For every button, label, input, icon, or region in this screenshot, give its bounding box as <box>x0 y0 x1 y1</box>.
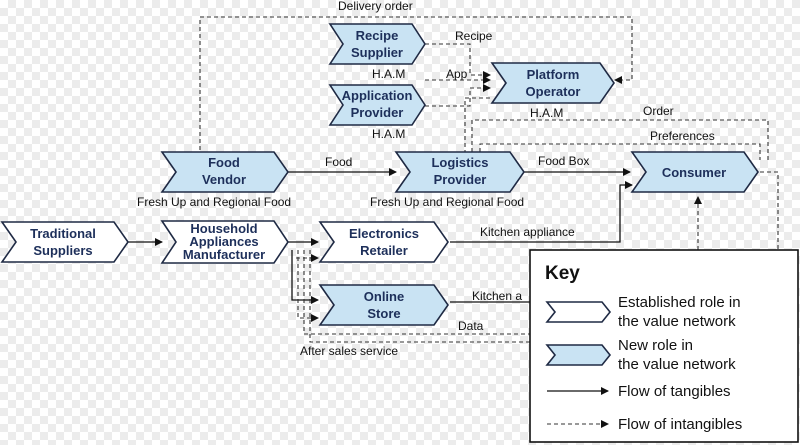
node-recipe-supplier: Recipe Supplier <box>328 23 426 65</box>
node-online-store: Online Store <box>318 284 449 326</box>
flow-delivery-order <box>199 16 633 150</box>
key-new-line-2: the value network <box>618 356 736 373</box>
node-household-appliances-manufacturer: Household Appliances Manufacturer <box>160 220 289 264</box>
node-label: Electronics <box>349 226 419 241</box>
flow-manufacturer-to-online <box>291 250 319 304</box>
node-label: Logistics <box>431 155 488 170</box>
flow-ham-platform <box>464 97 490 152</box>
node-label: Provider <box>351 105 404 120</box>
node-food-vendor: Food Vendor <box>160 151 289 193</box>
label-app: App <box>446 67 468 81</box>
node-label: Application <box>342 88 413 103</box>
flow-app <box>425 84 491 107</box>
flow-manufacturer-dashed-a <box>297 250 319 322</box>
node-label: Consumer <box>662 165 726 180</box>
label-ham-recipe: H.A.M <box>372 67 405 81</box>
label-order: Order <box>643 104 674 118</box>
flow-recipe <box>425 43 491 79</box>
flow-preferences <box>479 143 761 160</box>
key-intangibles-label: Flow of intangibles <box>618 416 742 433</box>
node-label: Supplier <box>351 45 403 60</box>
node-label: Food <box>208 155 240 170</box>
node-label: Traditional <box>30 226 96 241</box>
node-label: Appliances <box>189 234 258 249</box>
node-electronics-retailer: Electronics Retailer <box>318 221 449 263</box>
key-panel: Key Established role in the value networ… <box>529 249 799 443</box>
key-new-swatch <box>545 344 612 366</box>
flow-kitchen-appliance <box>450 181 633 243</box>
node-label: Platform <box>527 67 580 82</box>
node-label: Manufacturer <box>183 247 265 262</box>
label-delivery-order: Delivery order <box>338 0 413 13</box>
flow-consumer-right <box>760 171 779 265</box>
label-fresh-vendor: Fresh Up and Regional Food <box>137 195 291 209</box>
node-label: Online <box>364 289 404 304</box>
label-preferences: Preferences <box>650 129 715 143</box>
label-recipe: Recipe <box>455 29 493 43</box>
node-application-provider: Application Provider <box>328 84 426 126</box>
label-food: Food <box>325 155 352 169</box>
label-ham-platform: H.A.M <box>530 106 563 120</box>
node-label: Household <box>190 221 257 236</box>
label-food-box: Food Box <box>538 154 589 168</box>
node-label: Suppliers <box>33 243 92 258</box>
key-title: Key <box>545 263 580 284</box>
flow-after-sales <box>309 250 530 343</box>
label-kitchen-appliance: Kitchen appliance <box>480 225 575 239</box>
node-traditional-suppliers: Traditional Suppliers <box>0 221 129 263</box>
label-fresh-logistics: Fresh Up and Regional Food <box>370 195 524 209</box>
node-label: Recipe <box>356 28 399 43</box>
key-established-line-1: Established role in <box>618 294 741 311</box>
label-after-sales: After sales service <box>300 344 398 358</box>
key-established-swatch <box>545 301 612 323</box>
node-label: Store <box>367 306 400 321</box>
label-kitchen-online: Kitchen a <box>472 289 522 303</box>
label-ham-app: H.A.M <box>372 127 405 141</box>
node-label: Provider <box>434 172 487 187</box>
node-consumer: Consumer <box>630 151 759 193</box>
key-tangibles-label: Flow of tangibles <box>618 383 731 400</box>
node-platform-operator: Platform Operator <box>490 62 615 104</box>
flow-data <box>303 250 530 335</box>
label-data: Data <box>458 319 484 333</box>
key-new-line-1: New role in <box>618 337 693 354</box>
flow-order <box>471 119 769 160</box>
node-label: Vendor <box>202 172 246 187</box>
key-established-line-2: the value network <box>618 313 736 330</box>
node-logistics-provider: Logistics Provider <box>394 151 525 193</box>
node-label: Operator <box>526 84 581 99</box>
node-label: Retailer <box>360 243 408 258</box>
